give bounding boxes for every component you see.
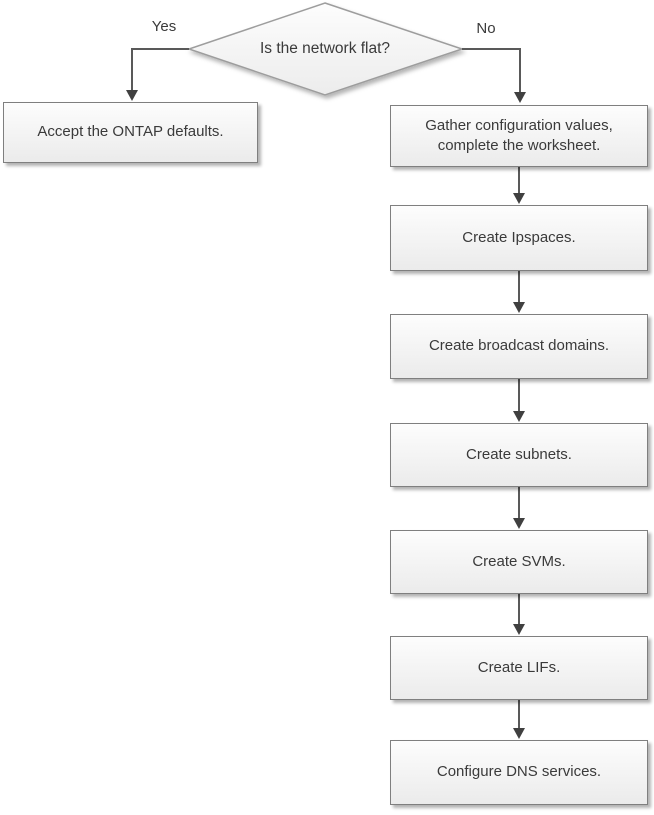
step-box-create-svms: Create SVMs. [390, 530, 648, 594]
yes-branch-label: Yes [151, 18, 177, 35]
step-arrowhead-6 [513, 728, 525, 739]
no-branch-arrowhead [514, 92, 526, 103]
step-arrowhead-4 [513, 518, 525, 529]
step-box-create-broadcast-domains: Create broadcast domains. [390, 314, 648, 379]
step-arrowhead-5 [513, 624, 525, 635]
step-arrowhead-1 [513, 193, 525, 204]
step-box-create-lifs: Create LIFs. [390, 636, 648, 700]
step-box-configure-dns: Configure DNS services. [390, 740, 648, 805]
step-arrowhead-2 [513, 302, 525, 313]
yes-branch-arrowhead [126, 90, 138, 101]
decision-label: Is the network flat? [259, 40, 391, 57]
step-box-accept-defaults: Accept the ONTAP defaults. [3, 102, 258, 163]
step-arrowhead-3 [513, 411, 525, 422]
decision-diamond-shape [186, 2, 465, 96]
no-branch-connector [462, 48, 521, 93]
step-box-gather-values: Gather configuration values, complete th… [390, 105, 648, 167]
step-box-create-ipspaces: Create Ipspaces. [390, 205, 648, 271]
step-box-create-subnets: Create subnets. [390, 423, 648, 487]
yes-branch-connector [131, 48, 189, 91]
no-branch-label: No [476, 20, 496, 37]
